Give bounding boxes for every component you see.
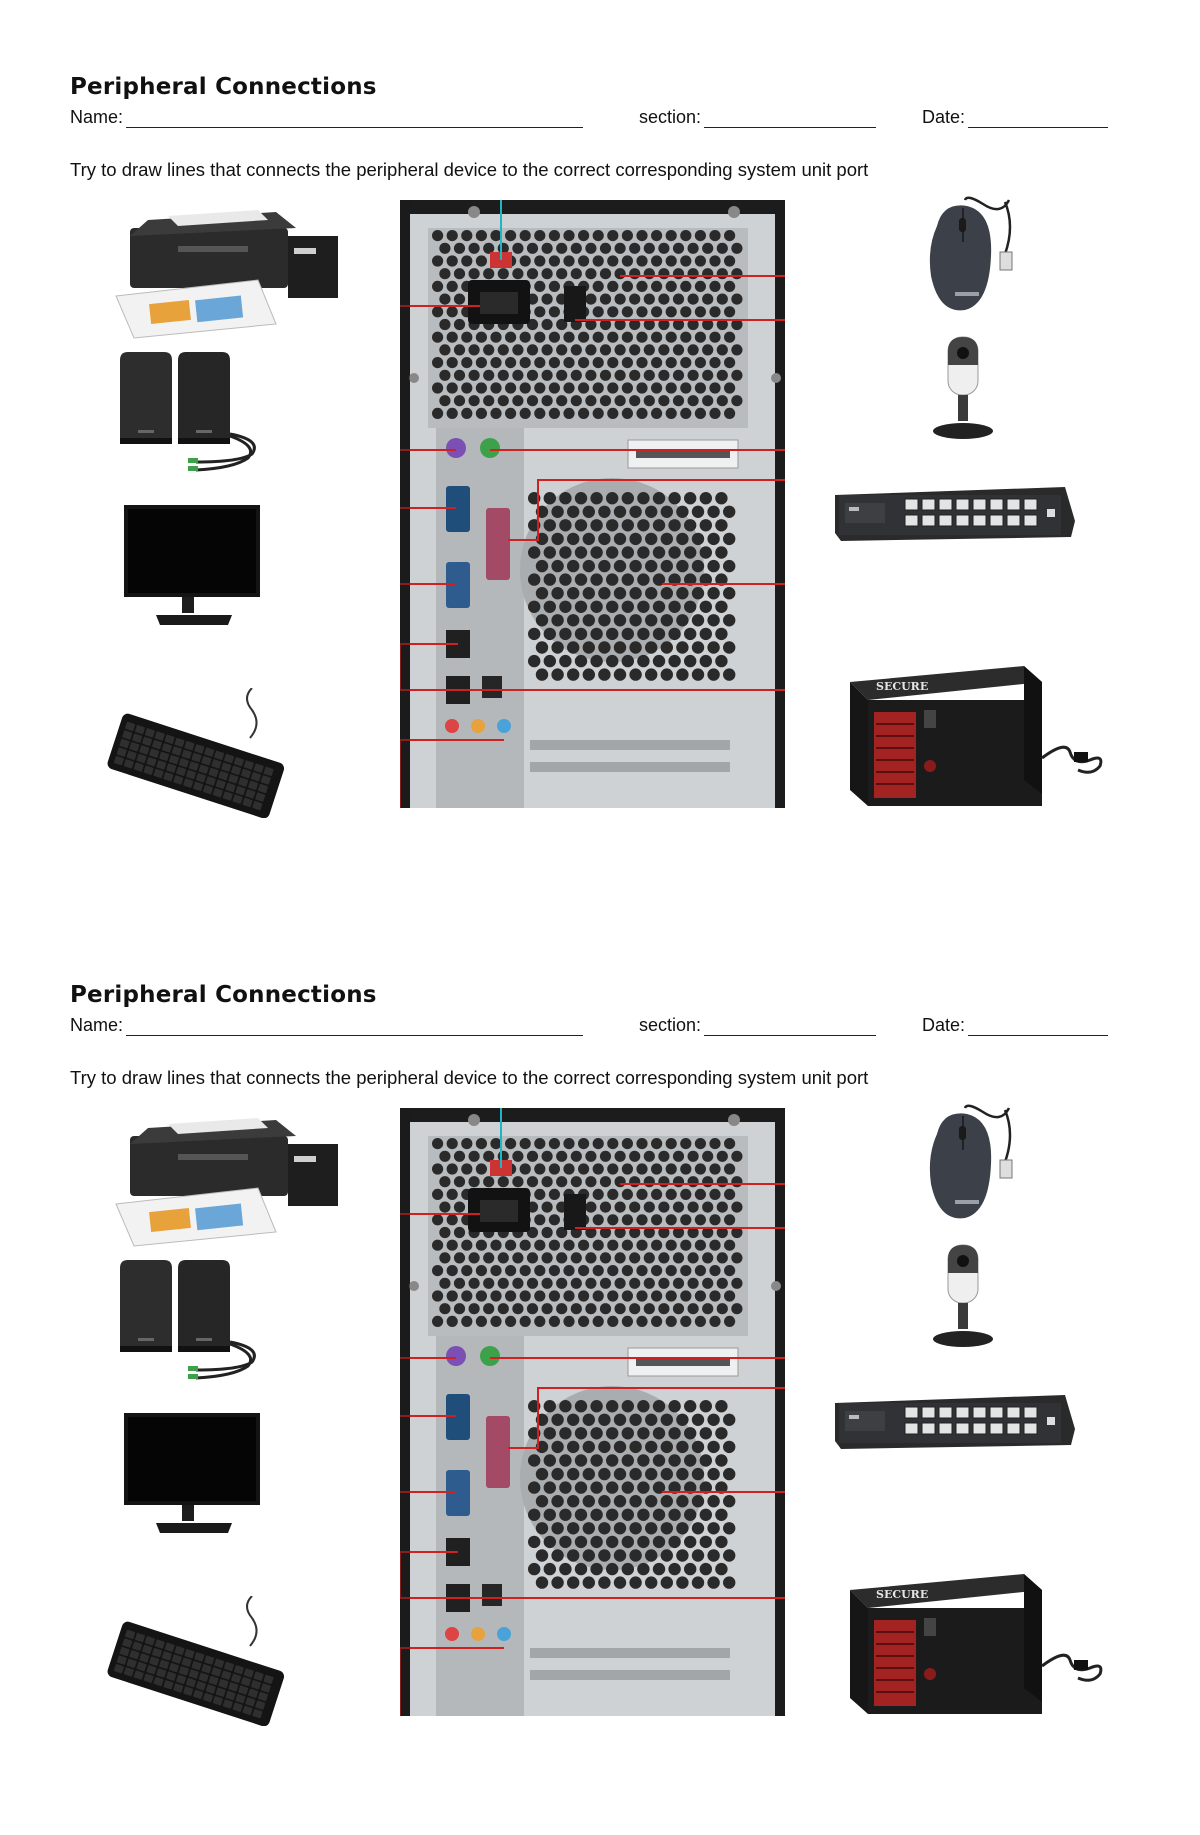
ups-icon: SECURE — [838, 1556, 1110, 1714]
system-unit-back-panel — [400, 1108, 785, 1716]
section-blank-line[interactable] — [704, 109, 877, 128]
name-field[interactable]: Name: — [70, 107, 584, 128]
speakers-icon — [112, 1258, 272, 1384]
keyboard-icon — [102, 688, 304, 818]
mouse-icon — [905, 1104, 1025, 1232]
date-label: Date: — [922, 1015, 966, 1035]
monitor-icon — [122, 1411, 262, 1535]
keyboard-icon — [102, 1596, 304, 1726]
section-field[interactable]: section: — [639, 107, 877, 128]
instruction-text: Try to draw lines that connects the peri… — [70, 1067, 869, 1088]
speakers-icon — [112, 350, 272, 476]
worksheet-1: Peripheral Connections Name: section: Da… — [0, 0, 1200, 900]
section-blank-line[interactable] — [704, 1017, 877, 1036]
printer-icon — [108, 206, 346, 341]
worksheet-2: Peripheral Connections Name: section: Da… — [0, 908, 1200, 1808]
instruction-text: Try to draw lines that connects the peri… — [70, 159, 869, 180]
worksheet-title: Peripheral Connections — [70, 74, 377, 100]
monitor-icon — [122, 503, 262, 627]
date-field[interactable]: Date: — [922, 1015, 1109, 1036]
ups-brand-label: SECURE — [876, 680, 928, 693]
section-field[interactable]: section: — [639, 1015, 877, 1036]
network-switch-icon — [835, 1393, 1075, 1451]
mouse-icon — [905, 196, 1025, 324]
ups-brand-label: SECURE — [876, 1588, 928, 1601]
printer-icon — [108, 1114, 346, 1249]
section-label: section: — [639, 107, 702, 127]
name-field[interactable]: Name: — [70, 1015, 584, 1036]
section-label: section: — [639, 1015, 702, 1035]
name-blank-line[interactable] — [126, 1017, 584, 1036]
system-unit-back-panel — [400, 200, 785, 808]
ups-icon: SECURE — [838, 648, 1110, 806]
date-blank-line[interactable] — [968, 1017, 1109, 1036]
worksheet-title: Peripheral Connections — [70, 982, 377, 1008]
name-label: Name: — [70, 107, 124, 127]
date-blank-line[interactable] — [968, 109, 1109, 128]
date-field[interactable]: Date: — [922, 107, 1109, 128]
name-blank-line[interactable] — [126, 109, 584, 128]
webcam-icon — [918, 335, 1008, 445]
network-switch-icon — [835, 485, 1075, 543]
name-label: Name: — [70, 1015, 124, 1035]
webcam-icon — [918, 1243, 1008, 1353]
date-label: Date: — [922, 107, 966, 127]
